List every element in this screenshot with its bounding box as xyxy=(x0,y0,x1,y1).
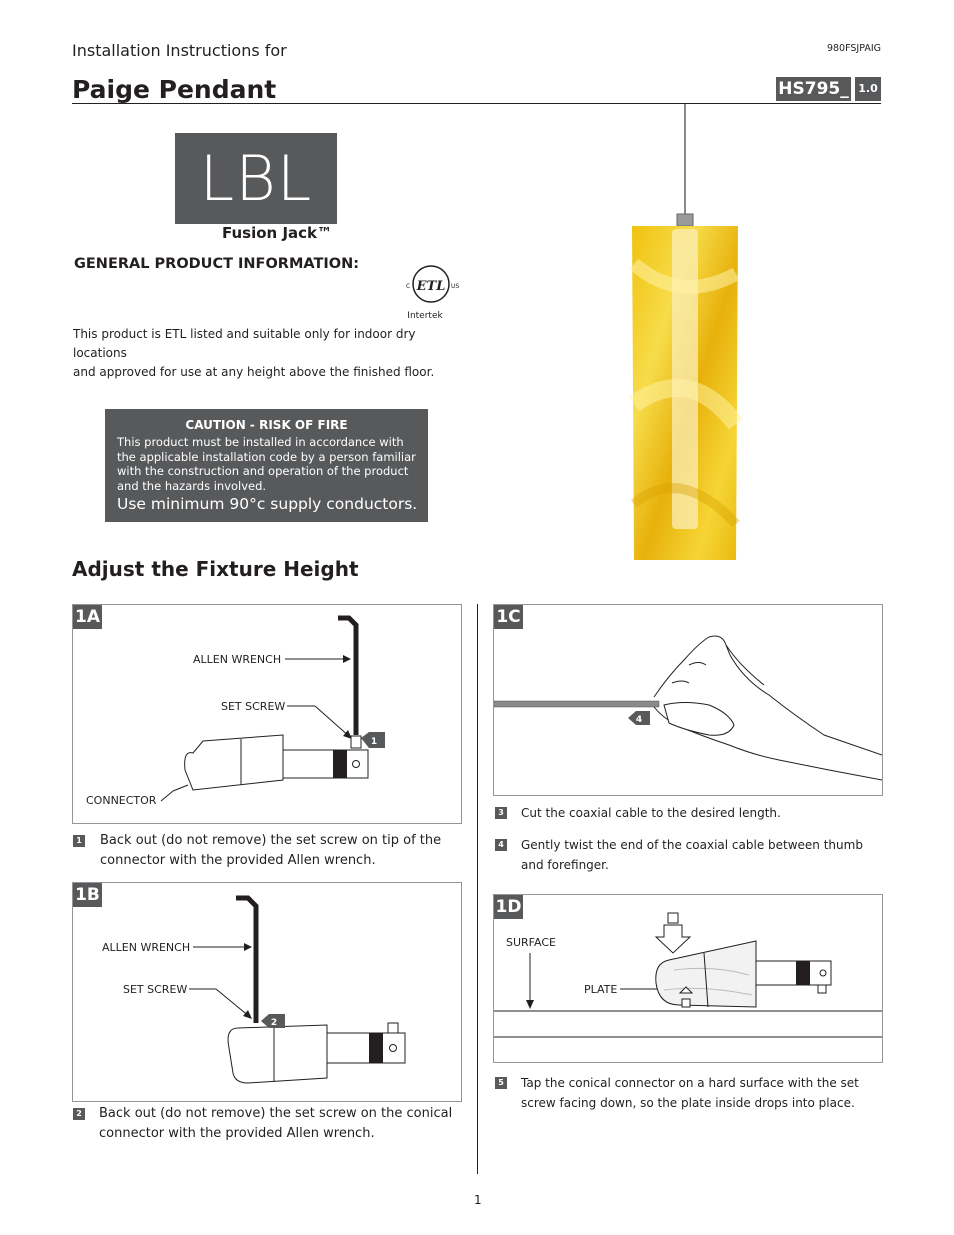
label-surface: SURFACE xyxy=(506,936,556,949)
caution-title: CAUTION - RISK OF FIRE xyxy=(185,418,348,432)
conductor-note: Use minimum 90°c supply conductors. xyxy=(117,495,418,513)
etl-brand: Intertek xyxy=(407,311,443,321)
section-title: Adjust the Fixture Height xyxy=(72,557,359,581)
callout-badge: 2 xyxy=(271,1018,277,1028)
pendant-image xyxy=(628,104,744,560)
step-number: 1 xyxy=(73,835,85,847)
subtitle: Installation Instructions for xyxy=(72,41,287,60)
label-connector: CONNECTOR xyxy=(86,794,157,807)
step-number: 2 xyxy=(73,1108,85,1120)
figure-1d: 1D SURFACE PLATE xyxy=(493,894,883,1063)
conical-connector-diagram: 2 xyxy=(189,895,406,1084)
step-5-text: Tap the conical connector on a hard surf… xyxy=(521,1076,859,1110)
step-text: Back out (do not remove) the set screw o… xyxy=(99,1106,453,1141)
etl-c: C xyxy=(406,283,410,290)
figure-tag: 1D xyxy=(494,895,523,919)
document-code: 980FSJPAIG xyxy=(826,43,881,54)
description-line-2: and approved for use at any height above… xyxy=(73,365,435,379)
header-rule xyxy=(72,103,881,104)
label-set-screw: SET SCREW xyxy=(221,700,286,713)
figure-1a: 1A ALLEN WRENCH SET SCREW CONNECTOR 1 xyxy=(72,604,462,824)
step-number-5: 5 xyxy=(495,1077,507,1089)
version-badge: 1.0 xyxy=(855,77,881,101)
callout-badge: 4 xyxy=(636,715,642,725)
etl-mark: ETL xyxy=(416,279,446,294)
step-3-text: Cut the coaxial cable to the desired len… xyxy=(521,806,781,820)
step-number-3: 3 xyxy=(495,807,507,819)
model-badge: HS795_ xyxy=(776,77,851,101)
step-4-text: Gently twist the end of the coaxial cabl… xyxy=(521,838,863,872)
description-line-1: This product is ETL listed and suitable … xyxy=(73,327,416,360)
hand-twist-diagram: 4 xyxy=(494,635,882,781)
label-allen-wrench: ALLEN WRENCH xyxy=(193,653,282,666)
callout-badge: 1 xyxy=(371,737,377,747)
figure-tag: 1A xyxy=(73,605,102,629)
step-number-4: 4 xyxy=(495,839,507,851)
brand-logo: LBL xyxy=(175,133,337,224)
page-title: Paige Pendant xyxy=(72,75,277,104)
page-number: 1 xyxy=(474,1193,482,1207)
figure-1c: 1C 4 xyxy=(493,604,883,796)
label-allen-wrench: ALLEN WRENCH xyxy=(102,941,191,954)
etl-us: US xyxy=(451,283,459,290)
caution-body: This product must be installed in accord… xyxy=(117,435,416,493)
connector-diagram: 1 xyxy=(160,615,385,802)
general-info-heading: GENERAL PRODUCT INFORMATION: xyxy=(74,256,360,272)
etl-listed-icon: ETL C US Intertek xyxy=(406,265,459,321)
column-divider xyxy=(477,604,478,1174)
step-text: Back out (do not remove) the set screw o… xyxy=(100,833,442,868)
figure-tag: 1C xyxy=(494,605,523,629)
caution-box: CAUTION - RISK OF FIRE This product must… xyxy=(105,409,428,522)
figure-1b: 1B ALLEN WRENCH SET SCREW 2 xyxy=(72,882,462,1102)
label-set-screw: SET SCREW xyxy=(123,983,188,996)
figure-tag: 1B xyxy=(73,883,102,907)
tap-connector-diagram xyxy=(494,912,882,1038)
label-plate: PLATE xyxy=(584,983,618,996)
logo-tagline: Fusion Jack™ xyxy=(222,224,333,242)
product-description: This product is ETL listed and suitable … xyxy=(73,325,473,382)
